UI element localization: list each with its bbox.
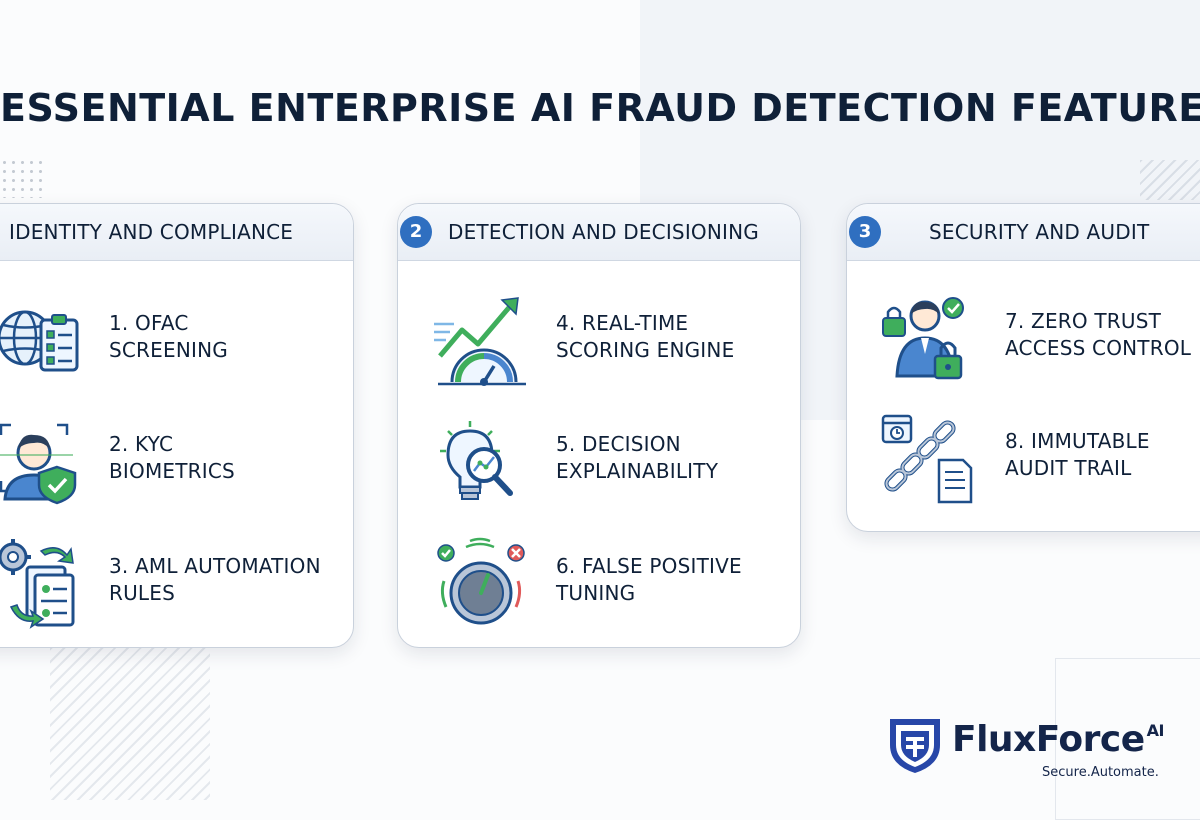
card-header-label: SECURITY AND AUDIT <box>929 220 1150 244</box>
background-dots <box>0 158 48 198</box>
step-number-badge: 2 <box>400 216 432 248</box>
brand-name-text: FluxForce <box>952 719 1145 760</box>
feature-label: 6. FALSE POSITIVE TUNING <box>556 554 742 605</box>
feature-label: 7. ZERO TRUST ACCESS CONTROL <box>1005 309 1192 360</box>
chain-calendar-document-icon <box>881 414 973 504</box>
feature-item: 4. REAL-TIME SCORING ENGINE <box>398 294 800 394</box>
feature-item: 2. KYC BIOMETRICS <box>0 415 353 515</box>
card-header-label: DETECTION AND DECISIONING <box>448 220 759 244</box>
brand-tagline: Secure.Automate. <box>1042 765 1159 780</box>
feature-label: 3. AML AUTOMATION RULES <box>109 554 321 605</box>
card-header-label: IDENTITY AND COMPLIANCE <box>9 220 294 244</box>
feature-item: 3. AML AUTOMATION RULES <box>0 537 353 637</box>
feature-item: 7. ZERO TRUST ACCESS CONTROL <box>847 292 1200 392</box>
card-header: 3 SECURITY AND AUDIT <box>847 204 1200 261</box>
feature-label: 2. KYC BIOMETRICS <box>109 432 235 483</box>
feature-label: 1. OFAC SCREENING <box>109 311 228 362</box>
trend-gauge-icon <box>434 297 526 386</box>
feature-label: 4. REAL-TIME SCORING ENGINE <box>556 311 735 362</box>
card-detection-decisioning: 2 DETECTION AND DECISIONING 4. REAL-TIME… <box>397 203 801 648</box>
card-header: IDENTITY AND COMPLIANCE <box>0 204 353 261</box>
card-security-audit: 3 SECURITY AND AUDIT 7. ZERO TRUST ACCES… <box>846 203 1200 532</box>
feature-item: 1. OFAC SCREENING <box>0 294 353 394</box>
feature-item: 8. IMMUTABLE AUDIT TRAIL <box>847 412 1200 512</box>
lightbulb-magnifier-icon <box>440 421 513 500</box>
background-hatch <box>50 648 210 800</box>
step-number-badge: 3 <box>849 216 881 248</box>
brand-superscript: AI <box>1146 721 1165 740</box>
card-header: 2 DETECTION AND DECISIONING <box>398 204 800 261</box>
dial-check-cross-icon <box>437 537 525 625</box>
feature-item: 5. DECISION EXPLAINABILITY <box>398 415 800 515</box>
page-title: ESSENTIAL ENTERPRISE AI FRAUD DETECTION … <box>0 86 1200 130</box>
feature-label: 5. DECISION EXPLAINABILITY <box>556 432 719 483</box>
card-identity-compliance: IDENTITY AND COMPLIANCE 1. OFAC SCREENIN… <box>0 203 354 648</box>
background-hatch <box>1140 160 1200 200</box>
face-scan-shield-icon <box>0 423 77 505</box>
gear-documents-icon <box>0 539 75 629</box>
feature-item: 6. FALSE POSITIVE TUNING <box>398 537 800 637</box>
globe-checklist-icon <box>0 310 79 372</box>
user-locks-icon <box>882 297 964 380</box>
feature-label: 8. IMMUTABLE AUDIT TRAIL <box>1005 429 1150 480</box>
shield-logo-icon <box>890 719 940 773</box>
